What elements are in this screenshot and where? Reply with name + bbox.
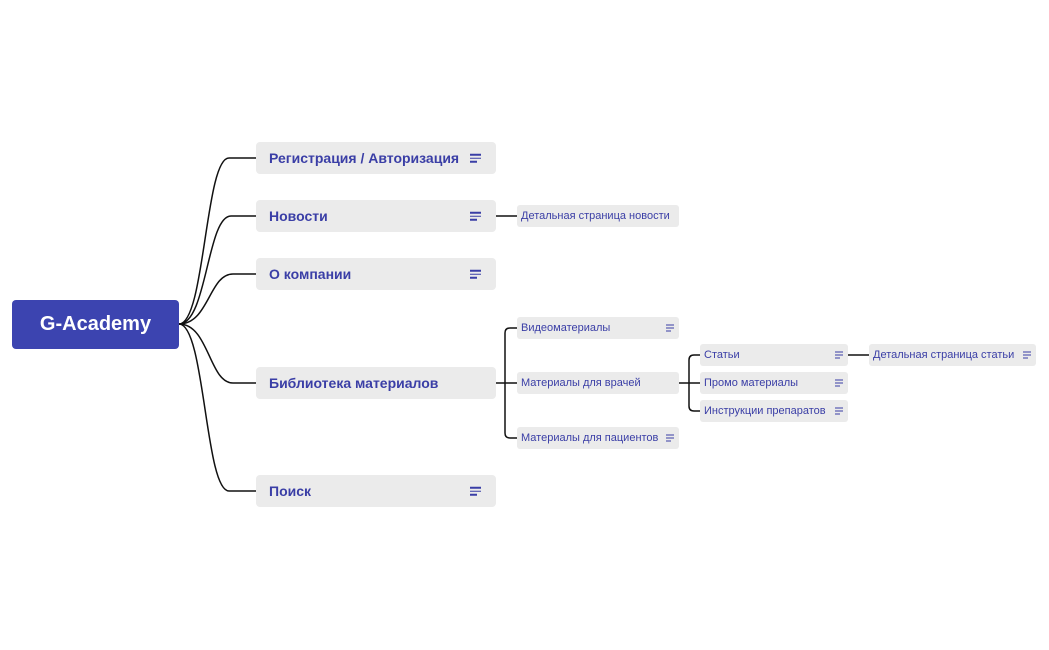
root-label: G-Academy	[39, 313, 152, 335]
branch-label: Регистрация / Авторизация	[269, 150, 460, 166]
root-node-g-academy[interactable]: G-Academy	[12, 300, 179, 349]
notes-lines-icon[interactable]	[1023, 351, 1031, 359]
subnode-label: Детальная страница статьи	[873, 349, 1015, 361]
subnode-video[interactable]: Видеоматериалы	[517, 317, 679, 339]
branch-registration[interactable]: Регистрация / Авторизация	[256, 142, 496, 174]
subnode-label: Материалы для пациентов	[521, 432, 659, 444]
connector-library-video	[504, 327, 517, 383]
subnode-article-detail[interactable]: Детальная страница статьи	[869, 344, 1036, 366]
subnode-promo[interactable]: Промо материалы	[700, 372, 848, 394]
branch-news[interactable]: Новости	[256, 200, 496, 232]
subnode-articles[interactable]: Статьи	[700, 344, 848, 366]
notes-lines-icon[interactable]	[470, 486, 481, 496]
branch-materials-library[interactable]: Библиотека материалов	[256, 367, 496, 399]
notes-lines-icon[interactable]	[666, 324, 674, 332]
branch-about-company[interactable]: О компании	[256, 258, 496, 290]
subnode-label: Статьи	[704, 349, 740, 361]
subnode-news-detail[interactable]: Детальная страница новости	[517, 205, 679, 227]
branch-label: Библиотека материалов	[269, 375, 439, 391]
subnode-doctors-materials[interactable]: Материалы для врачей	[517, 372, 679, 394]
subnode-label: Детальная страница новости	[521, 210, 670, 222]
branch-label: Поиск	[269, 483, 312, 499]
connector-root-search	[178, 323, 256, 492]
subnode-label: Материалы для врачей	[521, 377, 641, 389]
notes-lines-icon[interactable]	[470, 153, 481, 163]
branch-label: Новости	[269, 208, 328, 224]
connector-root-library	[178, 323, 256, 384]
notes-lines-icon[interactable]	[835, 379, 843, 387]
notes-lines-icon[interactable]	[470, 269, 481, 279]
subnode-instructions[interactable]: Инструкции препаратов	[700, 400, 848, 422]
connector-library-patients	[504, 383, 517, 439]
notes-lines-icon[interactable]	[666, 434, 674, 442]
connector-root-about	[178, 273, 256, 325]
connector-doctors-articles	[688, 354, 700, 383]
subnode-patients-materials[interactable]: Материалы для пациентов	[517, 427, 679, 449]
subnode-label: Видеоматериалы	[521, 322, 611, 334]
connector-root-news	[178, 215, 256, 325]
branch-label: О компании	[269, 266, 352, 282]
subnode-label: Инструкции препаратов	[704, 405, 826, 417]
notes-lines-icon[interactable]	[470, 211, 481, 221]
connector-root-registration	[178, 157, 256, 325]
notes-lines-icon[interactable]	[835, 407, 843, 415]
connector-doctors-instructions	[688, 383, 700, 412]
subnode-label: Промо материалы	[704, 377, 799, 389]
branch-search[interactable]: Поиск	[256, 475, 496, 507]
notes-lines-icon[interactable]	[835, 351, 843, 359]
